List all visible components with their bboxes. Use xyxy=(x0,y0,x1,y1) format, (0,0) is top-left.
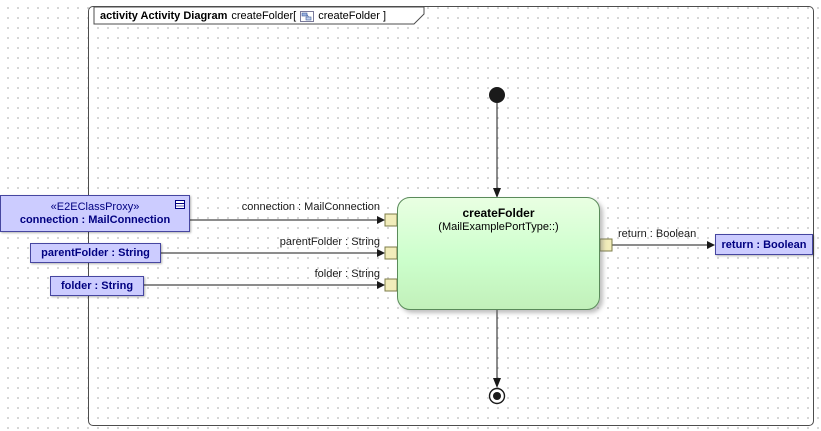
flow-label-connection: connection : MailConnection xyxy=(241,201,380,213)
object-name-return: return : Boolean xyxy=(721,238,807,251)
frame-ref-name: createFolder ] xyxy=(318,10,387,22)
object-name-folder: folder : String xyxy=(60,280,134,292)
frame-diagram-name: createFolder[ xyxy=(231,10,297,22)
frame-keyword: activity Activity Diagram xyxy=(100,10,228,22)
activity-diagram-icon xyxy=(300,10,315,22)
object-node-parentFolder[interactable]: parentFolder : String xyxy=(30,243,161,263)
action-subtitle: (MailExamplePortType::) xyxy=(438,221,559,233)
flow-label-folder: folder : String xyxy=(314,268,380,280)
object-node-folder[interactable]: folder : String xyxy=(50,276,144,296)
object-name-parentFolder: parentFolder : String xyxy=(41,247,150,259)
object-stereotype: «E2EClassProxy» xyxy=(50,201,140,213)
object-node-connection[interactable]: «E2EClassProxy» connection : MailConnect… xyxy=(0,195,190,232)
flow-label-parentFolder: parentFolder : String xyxy=(279,236,380,248)
frame-tab-label: activity Activity Diagram createFolder[ … xyxy=(100,9,386,23)
action-node-createFolder[interactable]: createFolder (MailExamplePortType::) xyxy=(397,197,600,310)
action-title: createFolder xyxy=(462,206,535,220)
e2e-class-proxy-icon xyxy=(173,199,186,210)
object-node-return[interactable]: return : Boolean xyxy=(715,234,813,255)
object-name-connection: connection : MailConnection xyxy=(19,214,171,226)
flow-label-return: return : Boolean xyxy=(618,228,697,240)
